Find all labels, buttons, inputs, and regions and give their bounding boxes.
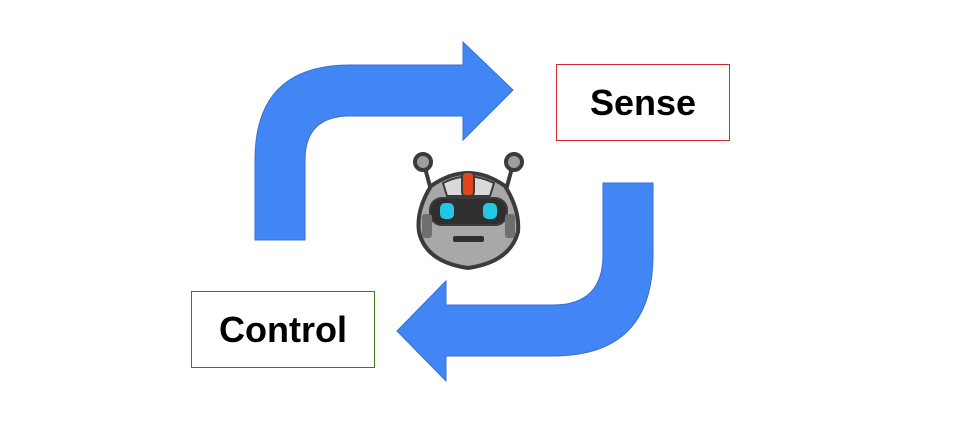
control-box: Control xyxy=(191,291,375,368)
sense-box: Sense xyxy=(556,64,730,141)
arrow-to-sense xyxy=(254,40,514,241)
robot-face-icon xyxy=(413,152,524,271)
control-label: Control xyxy=(219,308,347,350)
sense-label: Sense xyxy=(589,81,697,123)
arrow-to-control xyxy=(396,182,654,383)
